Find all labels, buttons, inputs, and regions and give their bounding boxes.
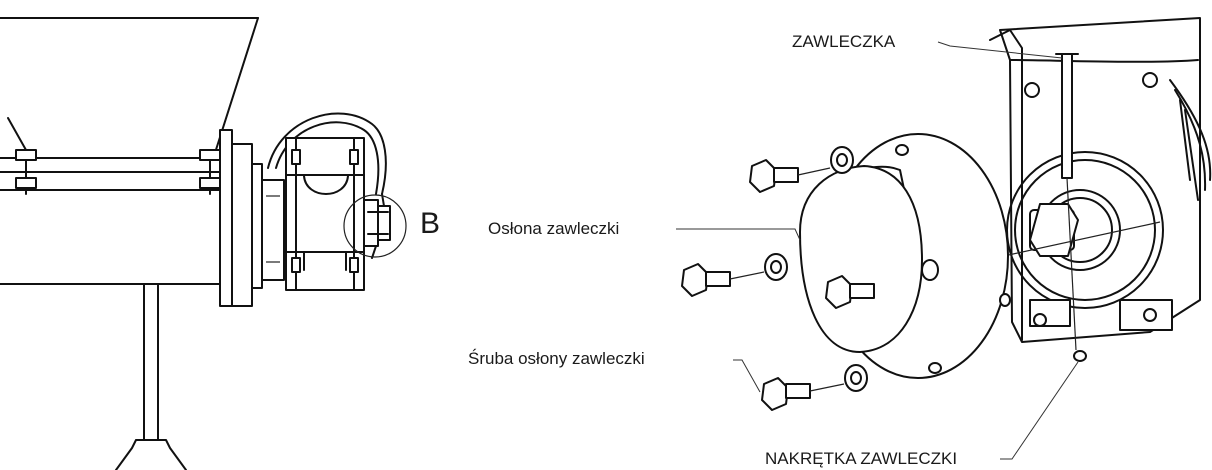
cotter-pin xyxy=(1055,53,1079,351)
cover-label: Osłona zawleczki xyxy=(488,219,620,238)
pin-leader xyxy=(937,41,1063,59)
washer-4 xyxy=(844,364,868,392)
support-leg xyxy=(115,283,187,470)
cover-bolt-1 xyxy=(749,159,799,193)
bolt-head xyxy=(15,149,37,161)
pin-cover xyxy=(799,133,1011,379)
cover-bolt-label: Śruba osłony zawleczki xyxy=(468,349,645,368)
pin-nut xyxy=(1073,350,1087,362)
detail-b-hardware xyxy=(363,193,391,259)
washer-2 xyxy=(764,253,788,281)
nut-leader xyxy=(1000,361,1079,460)
bolt-axis xyxy=(797,167,831,176)
flange xyxy=(219,129,285,307)
bolt-leader xyxy=(733,359,761,393)
cover-bolt-3 xyxy=(825,275,875,309)
pin-nut-label: NAKRĘTKA ZAWLECZKI xyxy=(765,449,958,468)
detail-b-label: B xyxy=(420,207,441,240)
frame-rail xyxy=(0,149,233,195)
bolt-axis xyxy=(729,271,765,280)
bolt-nut xyxy=(15,177,37,189)
bolt-axis xyxy=(809,383,845,392)
cover-leader xyxy=(676,228,801,241)
cover-bolt-2 xyxy=(681,263,731,297)
bolt-nut xyxy=(199,177,221,189)
cover-bolt-4 xyxy=(761,377,811,411)
washer-1 xyxy=(830,146,854,174)
leader-lines xyxy=(676,41,1079,460)
pin-label: ZAWLECZKA xyxy=(792,32,896,51)
side-view-assembly xyxy=(0,17,407,470)
detail-b-circle xyxy=(343,194,407,258)
gearbox-housing xyxy=(989,17,1212,343)
exploded-view xyxy=(681,17,1212,411)
bolt-head xyxy=(199,149,221,161)
